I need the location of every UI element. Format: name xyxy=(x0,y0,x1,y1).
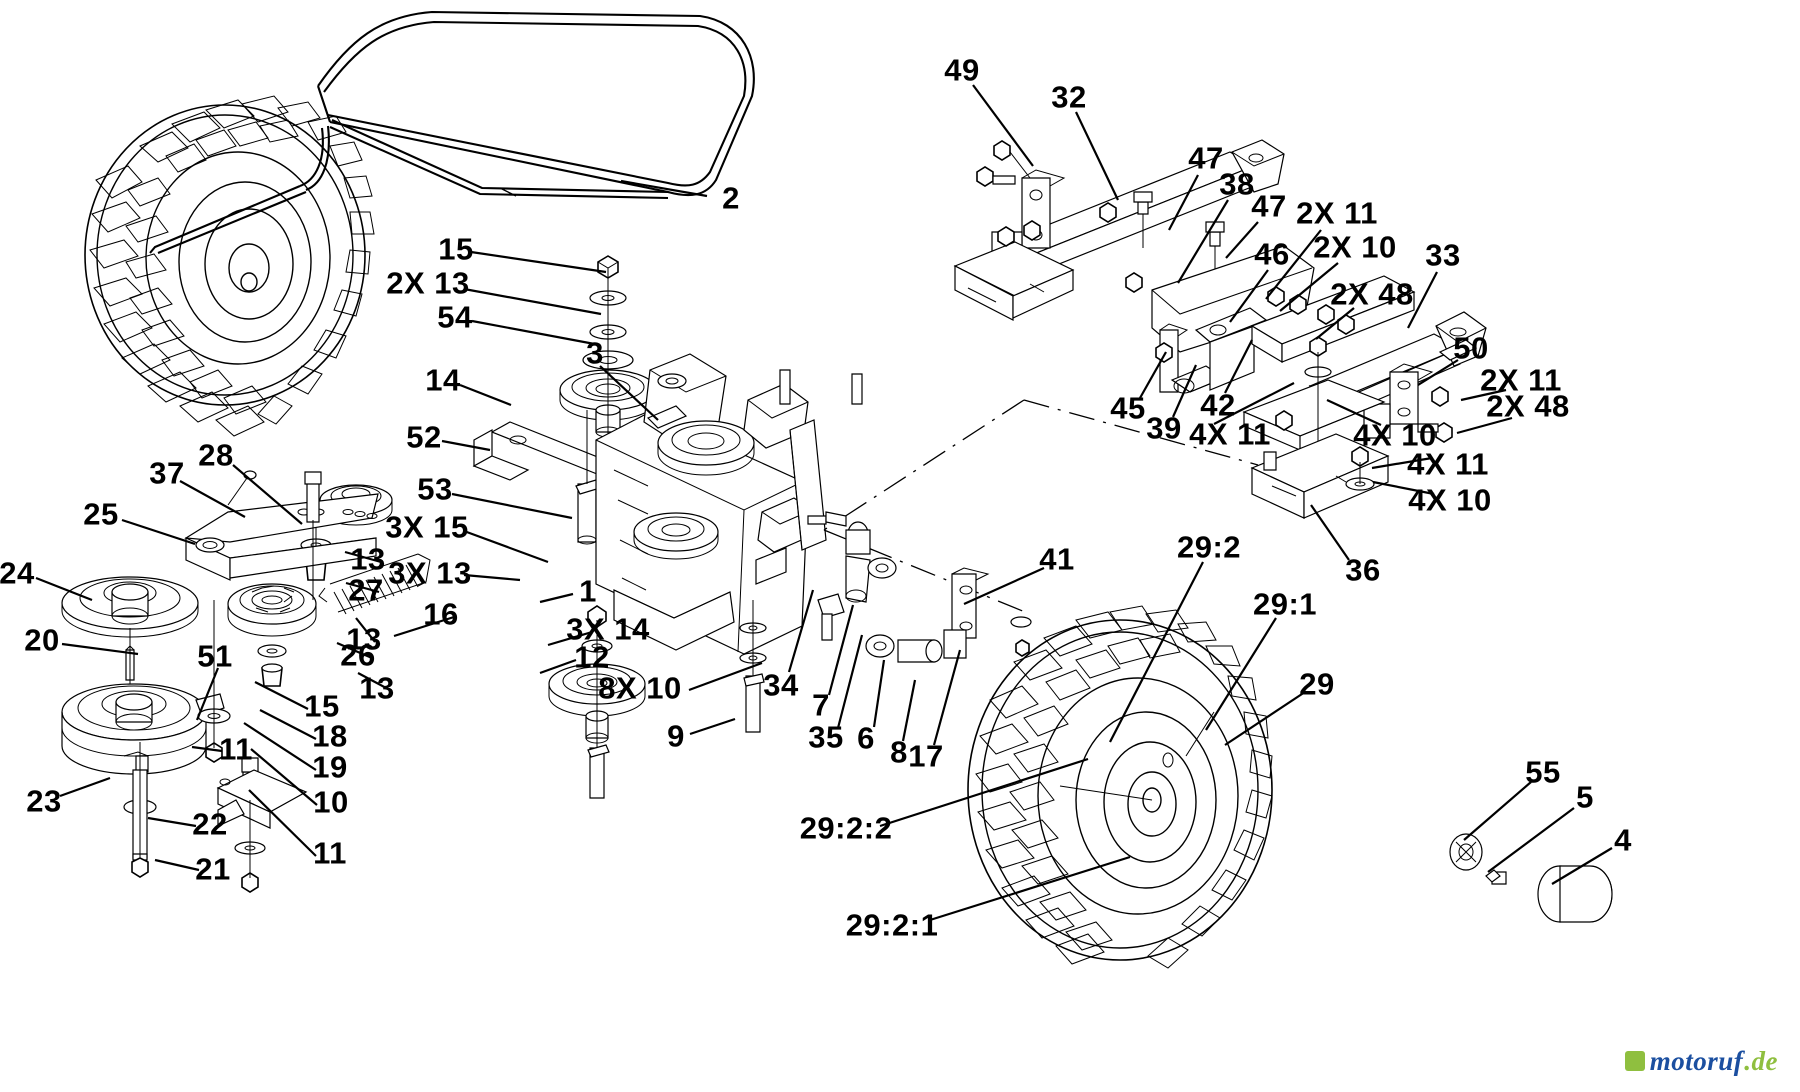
callout-11: 11 xyxy=(313,835,347,871)
callout-2: 2 xyxy=(722,180,740,216)
callout-5: 5 xyxy=(1576,779,1594,815)
callout-2x-48: 2X 48 xyxy=(1330,276,1414,312)
callout-2x-11: 2X 11 xyxy=(1480,362,1562,398)
watermark-brand: motoruf xyxy=(1649,1045,1744,1076)
callout-53: 53 xyxy=(417,471,453,507)
callout-47: 47 xyxy=(1188,140,1224,176)
axle-hardware xyxy=(1449,833,1613,923)
callout-4x-10: 4X 10 xyxy=(1408,482,1492,518)
callout-23: 23 xyxy=(26,783,62,819)
callout-39: 39 xyxy=(1146,410,1182,446)
callout-45: 45 xyxy=(1110,390,1146,426)
transmission-body xyxy=(595,353,863,655)
callout-22: 22 xyxy=(192,806,228,842)
callout-38: 38 xyxy=(1219,166,1255,202)
callout-21: 21 xyxy=(195,851,231,887)
callout-2x-48: 2X 48 xyxy=(1486,388,1570,424)
callout-42: 42 xyxy=(1200,387,1236,423)
callout-46: 46 xyxy=(1254,236,1290,272)
callout-13: 13 xyxy=(359,670,395,706)
clutch-23 xyxy=(61,683,225,775)
watermark-badge-icon xyxy=(1624,1051,1645,1071)
callout-1: 1 xyxy=(579,573,597,609)
callout-13: 13 xyxy=(350,541,386,577)
fitting-37 xyxy=(243,470,257,480)
callout-33: 33 xyxy=(1425,237,1461,273)
callout-15: 15 xyxy=(304,688,340,724)
callout-12: 12 xyxy=(574,639,610,675)
center-dashline-right xyxy=(1023,399,1259,466)
callout-20: 20 xyxy=(24,622,60,658)
hub-leader xyxy=(1059,785,1153,801)
callout-25: 25 xyxy=(83,496,119,532)
callout-49: 49 xyxy=(944,52,980,88)
callout-8: 8 xyxy=(890,734,908,770)
callout-47: 47 xyxy=(1251,188,1287,224)
callout-51: 51 xyxy=(197,638,233,674)
rops-handle-frame xyxy=(149,10,755,254)
right-tire-assembly xyxy=(967,605,1273,969)
callout-2x-10: 2X 10 xyxy=(1313,229,1397,265)
washer-22-bolt-21 xyxy=(123,742,157,878)
extension-spring-16 xyxy=(318,553,431,615)
callout-52: 52 xyxy=(406,419,442,455)
callout-37: 37 xyxy=(149,455,185,491)
idler-arm-25 xyxy=(184,493,379,581)
callout-10: 10 xyxy=(313,784,349,820)
callout-3x-14: 3X 14 xyxy=(566,611,650,647)
callout-41: 41 xyxy=(1039,541,1075,577)
callout-8x-10: 8X 10 xyxy=(598,670,682,706)
callout-2x-11: 2X 11 xyxy=(1296,195,1378,231)
callout-18: 18 xyxy=(312,718,348,754)
callout-11: 11 xyxy=(219,731,253,767)
callout-29-1: 29:1 xyxy=(1252,586,1318,622)
callout-24: 24 xyxy=(0,555,35,591)
bracket-19-bolt-18 xyxy=(216,757,308,893)
callout-6: 6 xyxy=(857,720,875,756)
callout-55: 55 xyxy=(1525,754,1561,790)
callout-29-2-1: 29:2:1 xyxy=(845,907,939,943)
callout-32: 32 xyxy=(1051,79,1087,115)
callout-34: 34 xyxy=(763,667,799,703)
callout-7: 7 xyxy=(812,687,830,723)
callout-14: 14 xyxy=(425,362,461,398)
watermark-suffix: .de xyxy=(1744,1045,1778,1076)
callout-50: 50 xyxy=(1453,330,1489,366)
callout-17: 17 xyxy=(908,738,944,774)
callout-36: 36 xyxy=(1345,552,1381,588)
callout-4: 4 xyxy=(1614,822,1632,858)
callout-29: 29 xyxy=(1299,666,1335,702)
callout-4x-11: 4X 11 xyxy=(1189,416,1271,452)
callout-3x-15: 3X 15 xyxy=(385,509,469,545)
callout-29-2-2: 29:2:2 xyxy=(799,810,893,846)
callout-3: 3 xyxy=(586,335,604,371)
callout-19: 19 xyxy=(312,749,348,785)
callout-28: 28 xyxy=(198,437,234,473)
callout-4x-11: 4X 11 xyxy=(1407,446,1489,482)
valve-leader xyxy=(1185,711,1215,757)
callout-15: 15 xyxy=(438,231,474,267)
left-tire-assembly xyxy=(84,95,375,437)
callout-54: 54 xyxy=(437,299,473,335)
callout-3x-13: 3X 13 xyxy=(388,555,472,591)
callout-35: 35 xyxy=(808,719,844,755)
callout-26: 26 xyxy=(340,637,376,673)
callout-13: 13 xyxy=(346,621,382,657)
bolt-28 xyxy=(304,471,322,600)
callout-16: 16 xyxy=(423,596,459,632)
callout-27: 27 xyxy=(348,572,384,608)
watermark: motoruf.de xyxy=(1624,1045,1778,1079)
callout-4x-10: 4X 10 xyxy=(1353,417,1437,453)
callout-2x-13: 2X 13 xyxy=(386,265,470,301)
center-dashline-left xyxy=(823,399,1025,531)
callout-29-2: 29:2 xyxy=(1176,529,1242,565)
callout-9: 9 xyxy=(667,718,685,754)
